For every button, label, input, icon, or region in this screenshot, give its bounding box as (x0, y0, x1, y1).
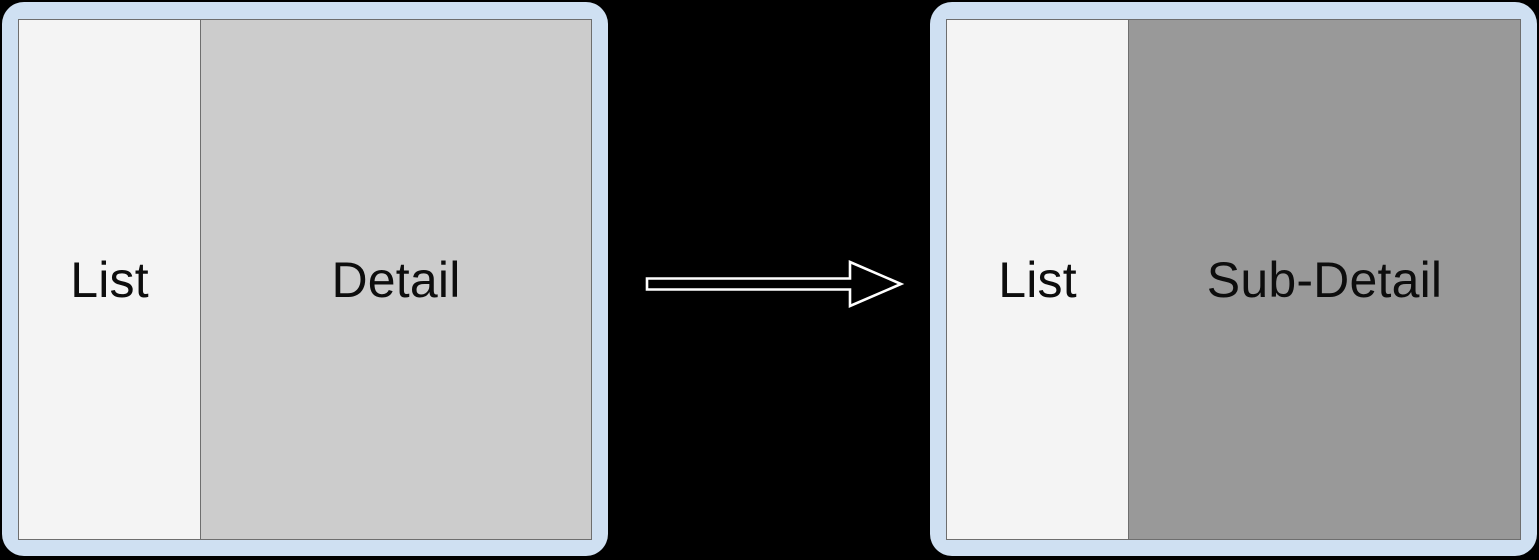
after-list-pane[interactable]: List (947, 20, 1129, 539)
before-list-pane[interactable]: List (19, 20, 201, 539)
after-state-screen: List Sub-Detail (946, 19, 1521, 540)
before-state-frame: List Detail (2, 2, 608, 556)
before-state-screen: List Detail (18, 19, 592, 540)
before-detail-pane-label: Detail (331, 251, 461, 308)
after-state-frame: List Sub-Detail (930, 2, 1537, 556)
after-sub-detail-pane[interactable]: Sub-Detail (1129, 20, 1520, 539)
before-list-pane-label: List (70, 251, 149, 308)
arrow-right-icon (645, 260, 905, 308)
transition-arrow (645, 258, 905, 310)
after-sub-detail-pane-label: Sub-Detail (1206, 251, 1443, 308)
before-detail-pane[interactable]: Detail (201, 20, 591, 539)
after-list-pane-label: List (998, 251, 1077, 308)
